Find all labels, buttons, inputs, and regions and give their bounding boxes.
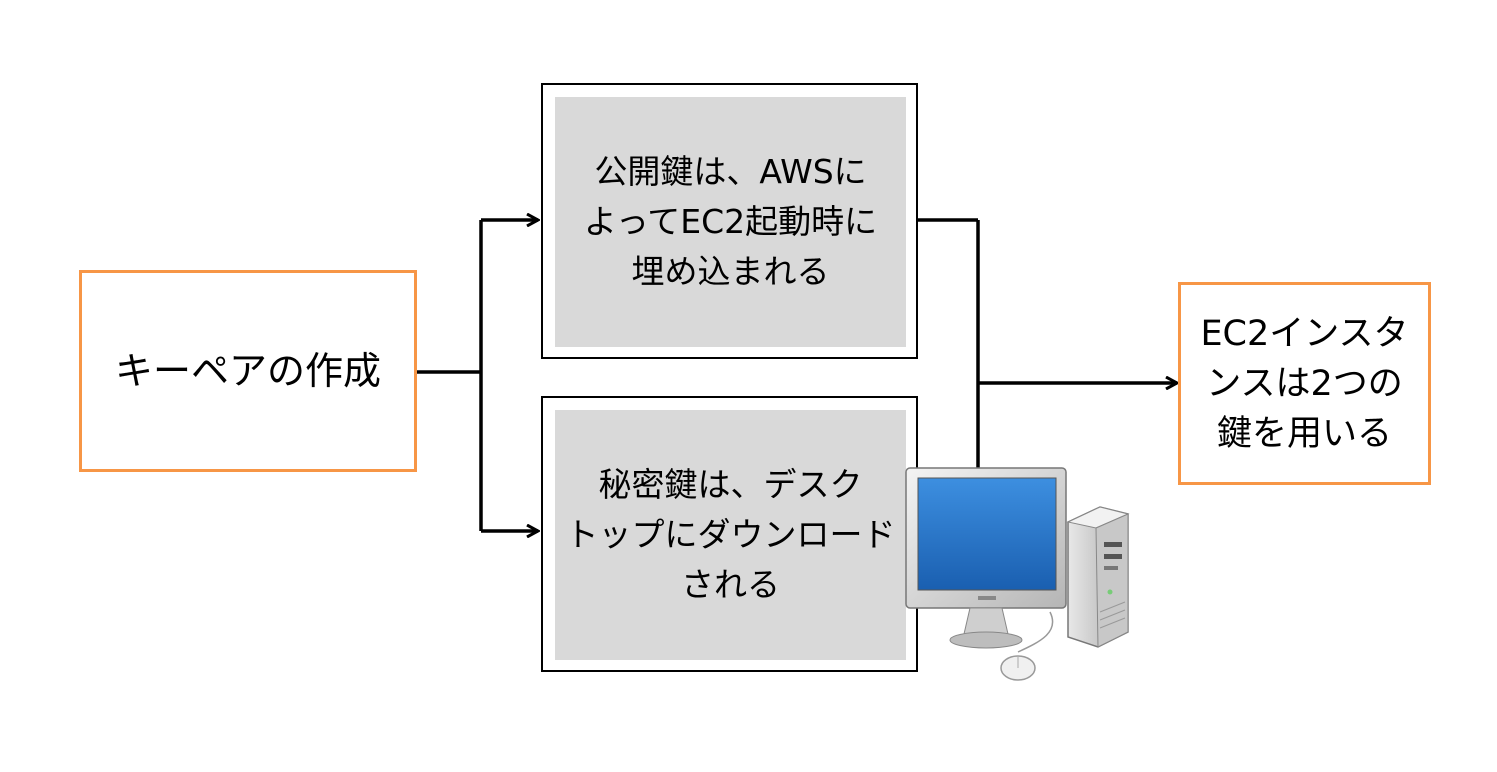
public-key-label: 公開鍵は、AWSに よってEC2起動時に 埋め込まれる (583, 152, 878, 291)
mouse (1000, 611, 1054, 681)
public-key-node: 公開鍵は、AWSに よってEC2起動時に 埋め込まれる (541, 83, 918, 359)
desktop-computer-icon (905, 467, 1130, 681)
keypair-node: キーペアの作成 (79, 270, 417, 472)
private-key-panel: 秘密鍵は、デスク トップにダウンロード される (555, 410, 906, 660)
public-key-panel: 公開鍵は、AWSに よってEC2起動時に 埋め込まれる (555, 97, 906, 347)
private-key-label: 秘密鍵は、デスク トップにダウンロード される (565, 465, 896, 604)
private-key-node: 秘密鍵は、デスク トップにダウンロード される (541, 396, 918, 672)
monitor (905, 467, 1067, 649)
ec2-instance-node: EC2インスタ ンスは2つの 鍵を用いる (1178, 282, 1431, 485)
keypair-label: キーペアの作成 (114, 349, 381, 393)
ec2-instance-label: EC2インスタ ンスは2つの 鍵を用いる (1200, 313, 1409, 454)
tower-case (1066, 506, 1130, 648)
